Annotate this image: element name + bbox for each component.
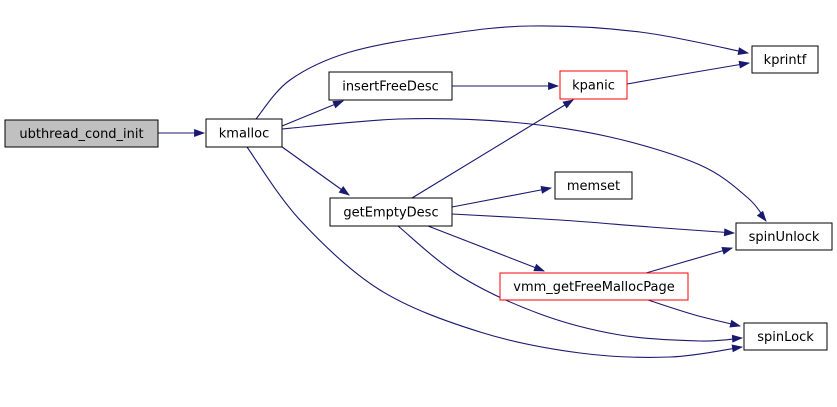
node-box-kprintf[interactable] (751, 45, 819, 74)
edge-kmalloc-spinLock (246, 146, 744, 358)
node-insertFreeDesc[interactable]: insertFreeDesc (328, 71, 453, 101)
edge-kmalloc-getEmptyDesc (277, 143, 350, 196)
node-box-ubthread_cond_init (4, 119, 159, 148)
node-kprintf[interactable]: kprintf (751, 45, 819, 74)
edge-getEmptyDesc-memset (451, 185, 553, 208)
node-label-getEmptyDesc: getEmptyDesc (343, 206, 438, 221)
node-label-memset: memset (567, 179, 620, 194)
edge-kmalloc-insertFreeDesc (281, 100, 345, 127)
node-spinLock[interactable]: spinLock (743, 322, 828, 351)
node-label-spinLock: spinLock (757, 330, 814, 345)
edge-kmalloc-spinUnlock (281, 118, 767, 222)
node-box-insertFreeDesc[interactable] (328, 71, 453, 101)
node-spinUnlock[interactable]: spinUnlock (735, 222, 833, 251)
node-getEmptyDesc[interactable]: getEmptyDesc (329, 197, 453, 227)
edge-getEmptyDesc-spinLock (397, 225, 744, 343)
node-label-kpanic: kpanic (572, 79, 615, 94)
node-kpanic[interactable]: kpanic (559, 70, 628, 100)
node-box-kmalloc[interactable] (205, 118, 283, 148)
edge-getEmptyDesc-spinUnlock (451, 213, 736, 237)
node-box-memset[interactable] (554, 171, 633, 200)
edge-vmm_getFreeMallocPage-spinUnlock (645, 246, 734, 274)
node-box-getEmptyDesc[interactable] (329, 197, 453, 227)
node-label-kprintf: kprintf (764, 53, 807, 68)
node-kmalloc[interactable]: kmalloc (205, 118, 283, 148)
node-box-spinUnlock[interactable] (735, 222, 833, 251)
edge-vmm_getFreeMallocPage-spinLock (647, 299, 742, 328)
node-box-vmm_getFreeMallocPage[interactable] (499, 272, 689, 301)
node-memset[interactable]: memset (554, 171, 633, 200)
node-label-kmalloc: kmalloc (219, 127, 269, 142)
edge-getEmptyDesc-vmm_getFreeMallocPage (427, 225, 546, 272)
node-label-insertFreeDesc: insertFreeDesc (342, 80, 439, 95)
edge-getEmptyDesc-kpanic (411, 99, 574, 199)
edge-kmalloc-kprintf (255, 25, 750, 120)
node-box-kpanic[interactable] (559, 70, 628, 100)
node-ubthread_cond_init: ubthread_cond_init (4, 119, 159, 148)
node-vmm_getFreeMallocPage[interactable]: vmm_getFreeMallocPage (499, 272, 689, 301)
node-label-ubthread_cond_init: ubthread_cond_init (19, 127, 143, 142)
node-label-spinUnlock: spinUnlock (749, 230, 820, 245)
node-label-vmm_getFreeMallocPage: vmm_getFreeMallocPage (513, 280, 674, 295)
node-box-spinLock[interactable] (743, 322, 828, 351)
edge-kpanic-kprintf (626, 60, 751, 85)
